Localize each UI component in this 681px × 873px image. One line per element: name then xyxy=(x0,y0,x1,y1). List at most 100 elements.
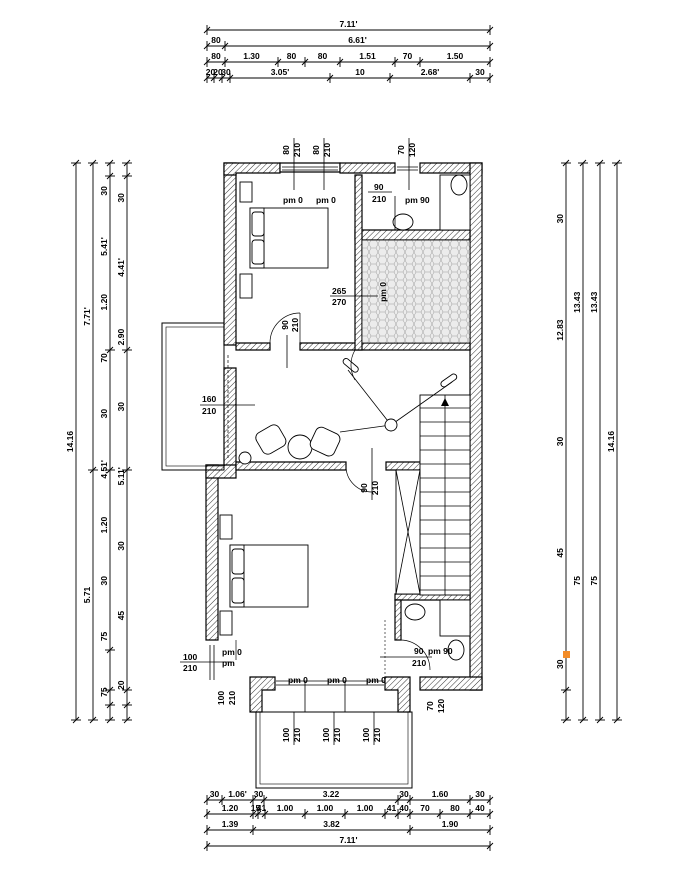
bottom-dim-label-0-6: 30 xyxy=(475,789,485,799)
left-dim-label-1-1: 5.71 xyxy=(82,586,92,603)
left-door-h: 210 xyxy=(183,663,197,673)
bottom-win-1-h: 210 xyxy=(292,728,302,742)
bottom-win-3-h: 210 xyxy=(372,728,382,742)
bottom-win-2-h: 210 xyxy=(332,728,342,742)
door-swings xyxy=(235,312,431,671)
bottom-pm-3: pm 0 xyxy=(366,675,386,685)
top-dim-label-2-4: 1.51 xyxy=(359,51,376,61)
bath-door-w: 90 xyxy=(414,646,424,656)
left-dim-label-3-5: 30 xyxy=(116,541,126,551)
top-dim-label-2-2: 80 xyxy=(287,51,297,61)
balcony-door-h: 210 xyxy=(202,406,216,416)
pm0-left2: pm xyxy=(222,658,235,668)
right-dim-label-0-1: 12.83 xyxy=(555,319,565,341)
top-dim-label-2-0: 80 xyxy=(211,51,221,61)
left-dimension-chains: 14.16 7.71' 5.71 30 5.41' 1.20 70 30 4.51' 1.20 30… xyxy=(65,159,132,724)
pm0-a: pm 0 xyxy=(283,195,303,205)
bottom-dim-label-1-10: 40 xyxy=(475,803,485,813)
left-dim-label-2-0: 30 xyxy=(99,186,109,196)
top-dim-label-3-6: 30 xyxy=(475,67,485,77)
top-win2-h: 210 xyxy=(322,143,332,157)
top-win3-w: 70 xyxy=(396,145,406,155)
left-dim-label-2-6: 1.20 xyxy=(99,517,109,534)
left-dim-label-2-1: 5.41' xyxy=(99,237,109,256)
tiled-floor xyxy=(361,239,471,344)
bottom-dim-label-0-0: 30 xyxy=(210,789,220,799)
pm90-b: pm 90 xyxy=(428,646,453,656)
left-dim-label-3-3: 30 xyxy=(116,402,126,412)
bottom-pm-2: pm 0 xyxy=(327,675,347,685)
right-dim-label-0-3: 45 xyxy=(555,548,565,558)
top-win3-h: 120 xyxy=(407,143,417,157)
bottom-win-2-w: 100 xyxy=(321,728,331,742)
hall-door-w: 90 xyxy=(359,483,369,493)
top-dim-label-3-0: 20 xyxy=(206,67,216,77)
bottom-dim-label-1-1: 15 xyxy=(251,803,261,813)
floor-270: 270 xyxy=(332,297,346,307)
right-dim-label-2-0: 13.43 xyxy=(589,291,599,313)
balcony-door-w: 160 xyxy=(202,394,216,404)
bottom-dim-label-0-5: 1.60 xyxy=(432,789,449,799)
top-dim-label-2-5: 70 xyxy=(403,51,413,61)
right-win-bottom-w: 70 xyxy=(425,701,435,711)
wardrobe xyxy=(395,469,421,595)
top-dim-label-3-4: 10 xyxy=(355,67,365,77)
bed1-door-w: 90 xyxy=(280,320,290,330)
bed-bottom xyxy=(219,514,309,636)
door-top-w: 90 xyxy=(374,182,384,192)
left-dim-label-2-5: 4.51' xyxy=(99,460,109,479)
right-dim-label-1-0: 13.43 xyxy=(572,291,582,313)
left-dim-label-3-7: 20 xyxy=(116,680,126,690)
bottom-dim-label-1-5: 1.00 xyxy=(357,803,374,813)
bottom-win-1-w: 100 xyxy=(281,728,291,742)
left-dim-label-1-0: 7.71' xyxy=(82,307,92,326)
left-dim-label-3-1: 4.41' xyxy=(116,258,126,277)
left-dim-label-2-4: 30 xyxy=(99,409,109,419)
bottom-dim-label-1-9: 80 xyxy=(450,803,460,813)
right-win-bottom-h: 120 xyxy=(436,699,446,713)
bottom-dim-label-2-1: 3.82 xyxy=(323,819,340,829)
selection-marker[interactable] xyxy=(563,651,570,658)
bottom-dim-label-1-3: 1.00 xyxy=(277,803,294,813)
hall-door-h: 210 xyxy=(370,481,380,495)
floor-265: 265 xyxy=(332,286,346,296)
left-dim-label-2-7: 30 xyxy=(99,576,109,586)
top-win1-h: 210 xyxy=(292,143,302,157)
left-dim-label-0-0: 14.16 xyxy=(65,431,75,453)
bottom-dim-label-1-8: 70 xyxy=(420,803,430,813)
left-dim-label-2-9: 75 xyxy=(99,687,109,697)
bottom-dim-label-1-4: 1.00 xyxy=(317,803,334,813)
bottom-win-3-w: 100 xyxy=(361,728,371,742)
right-dim-label-0-0: 30 xyxy=(555,214,565,224)
right-dim-label-1-1: 75 xyxy=(572,576,582,586)
bottom-dim-label-0-2: 30 xyxy=(254,789,264,799)
top-dim-label-1-1: 6.61' xyxy=(348,35,367,45)
bath-door-h: 210 xyxy=(412,658,426,668)
right-dim-label-0-2: 30 xyxy=(555,437,565,447)
right-dim-label-2-1: 75 xyxy=(589,576,599,586)
bottom-pm-1: pm 0 xyxy=(288,675,308,685)
top-dim-label-1-0: 80 xyxy=(211,35,221,45)
top-dim-label-2-3: 80 xyxy=(318,51,328,61)
right-dim-label-3-0: 14.16 xyxy=(606,431,616,453)
left-door-w: 100 xyxy=(183,652,197,662)
lounge-furniture xyxy=(238,358,458,465)
left-dim-label-2-8: 75 xyxy=(99,631,109,641)
left-dim-label-3-0: 30 xyxy=(116,193,126,203)
top-dim-label-3-5: 2.68' xyxy=(421,67,440,77)
balcony-left xyxy=(161,322,229,471)
top-win2-w: 80 xyxy=(311,145,321,155)
right-dim-label-0-4: 30 xyxy=(555,659,565,669)
top-dim-label-0-0: 7.11' xyxy=(339,19,357,29)
door-top-h: 210 xyxy=(372,194,386,204)
bottom-dim-label-3-0: 7.11' xyxy=(339,835,357,845)
pm0-b: pm 0 xyxy=(316,195,336,205)
left-dim-label-2-2: 1.20 xyxy=(99,294,109,311)
left-dim-label-3-2: 2.90 xyxy=(116,329,126,346)
left-dim-label-3-6: 45 xyxy=(116,611,126,621)
windows xyxy=(209,166,418,712)
left-dim-label-2-3: 70 xyxy=(99,353,109,363)
top-dim-label-2-6: 1.50 xyxy=(447,51,464,61)
